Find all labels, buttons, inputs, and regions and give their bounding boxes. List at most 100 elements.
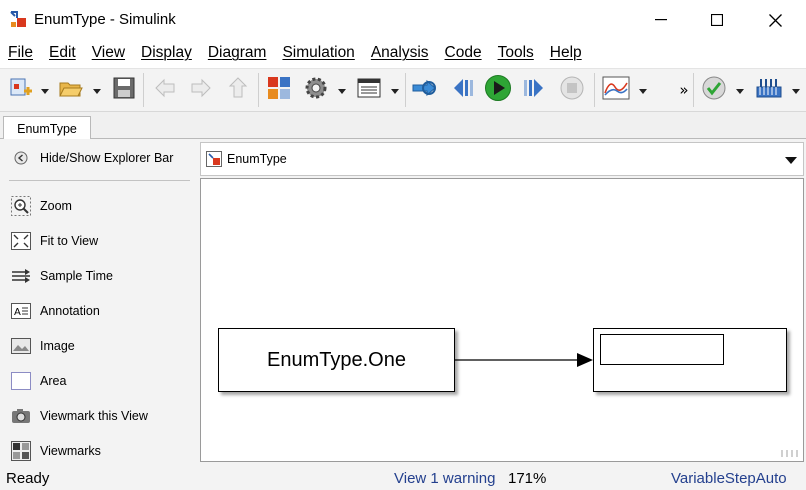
panel-divider	[9, 180, 190, 181]
viewmarks-button[interactable]: Viewmarks	[10, 440, 101, 462]
constant-block-label: EnumType.One	[267, 348, 406, 371]
menu-display[interactable]: Display	[141, 44, 192, 61]
solver-link[interactable]: VariableStepAuto	[671, 470, 787, 487]
step-back-icon	[449, 75, 475, 105]
open-button[interactable]	[56, 75, 86, 105]
up-button[interactable]	[223, 75, 253, 105]
minimize-button[interactable]	[632, 0, 690, 40]
maximize-button[interactable]	[688, 0, 746, 40]
display-block[interactable]	[593, 328, 787, 392]
model-advisor-dropdown[interactable]	[735, 85, 745, 95]
back-icon	[152, 75, 178, 105]
constant-block[interactable]: EnumType.One	[218, 328, 455, 392]
toolbar-separator	[405, 73, 406, 107]
back-button[interactable]	[150, 75, 180, 105]
window-title: EnumType - Simulink	[34, 11, 176, 28]
image-icon	[10, 336, 32, 356]
model-tab-strip: EnumType	[0, 112, 806, 140]
model-explorer-dropdown[interactable]	[390, 85, 400, 95]
library-browser-button[interactable]	[264, 75, 294, 105]
annotation-button[interactable]: A Annotation	[10, 300, 100, 322]
hide-show-explorer-icon	[10, 148, 32, 168]
toolbar-separator	[594, 73, 595, 107]
build-icon	[755, 75, 783, 105]
sample-time-icon	[10, 266, 32, 286]
zoom-level: 171%	[508, 470, 547, 487]
new-model-dropdown[interactable]	[40, 85, 50, 95]
toolbar-separator	[258, 73, 259, 107]
run-button[interactable]	[483, 75, 513, 105]
menu-simulation[interactable]: Simulation	[282, 44, 355, 61]
toolbar-separator	[143, 73, 144, 107]
resize-grip-icon[interactable]	[780, 448, 800, 458]
build-dropdown[interactable]	[791, 85, 801, 95]
forward-button[interactable]	[186, 75, 216, 105]
sample-time-button[interactable]: Sample Time	[10, 265, 113, 287]
viewmark-this-view-button[interactable]: Viewmark this View	[10, 405, 148, 427]
new-model-icon	[8, 75, 34, 105]
menu-help[interactable]: Help	[549, 44, 582, 61]
camera-icon	[10, 406, 32, 426]
image-button[interactable]: Image	[10, 335, 75, 357]
model-settings-button[interactable]	[301, 75, 331, 105]
tab-enumtype[interactable]: EnumType	[3, 116, 91, 140]
annotation-icon: A	[10, 301, 32, 321]
step-forward-icon	[522, 75, 548, 105]
fit-to-view-button[interactable]: Fit to View	[10, 230, 98, 252]
model-settings-icon	[303, 75, 329, 105]
menu-file[interactable]: File	[8, 44, 33, 61]
toolbar-separator	[693, 73, 694, 107]
menu-analysis[interactable]: Analysis	[370, 44, 429, 61]
menu-tools[interactable]: Tools	[497, 44, 534, 61]
build-button[interactable]	[754, 75, 784, 105]
toolbar: »	[0, 68, 806, 112]
chevron-down-icon[interactable]	[785, 154, 797, 169]
svg-text:A: A	[14, 307, 21, 318]
warning-link[interactable]: View 1 warning	[394, 470, 496, 487]
status-text: Ready	[6, 470, 50, 487]
status-bar: Ready View 1 warning 171% VariableStepAu…	[0, 464, 806, 490]
data-inspector-dropdown[interactable]	[638, 85, 648, 95]
run-icon	[484, 74, 512, 106]
zoom-button[interactable]: Zoom	[10, 195, 72, 217]
update-diagram-button[interactable]	[410, 75, 440, 105]
model-path: EnumType	[227, 152, 287, 166]
model-advisor-icon	[701, 75, 727, 105]
title-bar: EnumType - Simulink	[0, 0, 806, 40]
step-back-button[interactable]	[447, 75, 477, 105]
menu-view[interactable]: View	[91, 44, 126, 61]
new-model-button[interactable]	[6, 75, 36, 105]
close-button[interactable]	[746, 0, 804, 40]
zoom-icon	[10, 196, 32, 216]
fit-to-view-icon	[10, 231, 32, 251]
diagram-canvas[interactable]: EnumType.One	[200, 178, 804, 462]
display-value-box	[600, 334, 724, 365]
area-button[interactable]: Area	[10, 370, 66, 392]
signal-line[interactable]	[455, 351, 595, 371]
step-forward-button[interactable]	[520, 75, 550, 105]
save-button[interactable]	[109, 75, 139, 105]
model-settings-dropdown[interactable]	[337, 85, 347, 95]
library-browser-icon	[266, 75, 292, 105]
model-explorer-button[interactable]	[354, 75, 384, 105]
stop-icon	[559, 75, 585, 105]
model-advisor-button[interactable]	[699, 75, 729, 105]
hide-show-explorer-button[interactable]: Hide/Show Explorer Bar	[10, 147, 173, 169]
model-address-bar[interactable]: EnumType	[200, 142, 804, 176]
up-icon	[225, 75, 251, 105]
model-browser-panel: Hide/Show Explorer Bar Zoom Fit to View …	[0, 139, 199, 464]
editor-area: EnumType EnumType.One	[199, 139, 806, 464]
open-dropdown[interactable]	[92, 85, 102, 95]
menu-bar: File Edit View Display Diagram Simulatio…	[0, 40, 806, 66]
forward-icon	[188, 75, 214, 105]
menu-code[interactable]: Code	[444, 44, 482, 61]
data-inspector-icon	[602, 75, 630, 105]
menu-diagram[interactable]: Diagram	[207, 44, 267, 61]
menu-edit[interactable]: Edit	[48, 44, 76, 61]
data-inspector-button[interactable]	[601, 75, 631, 105]
open-icon	[58, 75, 84, 105]
stop-button[interactable]	[557, 75, 587, 105]
viewmarks-icon	[10, 441, 32, 461]
toolbar-overflow-button[interactable]: »	[679, 81, 689, 99]
update-diagram-icon	[411, 75, 439, 105]
